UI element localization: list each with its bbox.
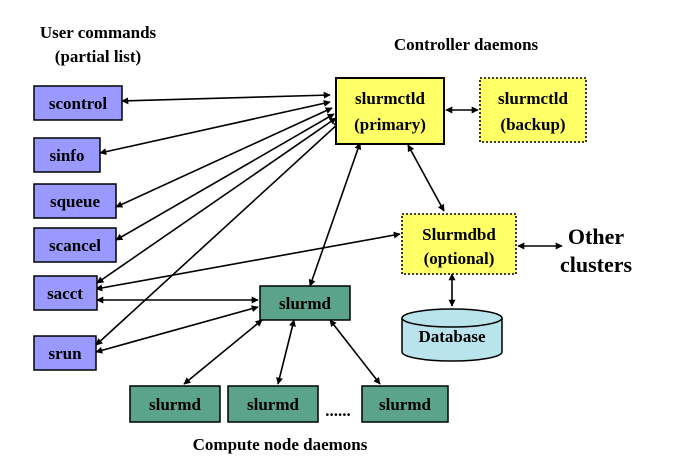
command-box-shape [33,137,101,173]
user-command-box-srun: srun [33,335,97,371]
controller-label-line2: (backup) [500,115,565,134]
ellipsis-more-nodes: ...... [325,401,351,420]
arrow-squeue-slurmctld [115,107,333,208]
controller-box-shape [335,77,445,145]
controller-box-shape [479,77,587,143]
slurmd-box-shape [129,385,221,423]
other-clusters-label-line2: clusters [560,252,633,277]
slurmdbd-box-shape [401,213,517,275]
slurmctld-primary-box: slurmctld (primary) [335,77,445,145]
command-box-shape [33,335,97,371]
database-body [401,318,503,362]
slurmdbd-box: Slurmdbd (optional) [401,213,517,275]
compute-node-daemons-heading: Compute node daemons [193,435,368,454]
controller-label-line1: slurmctld [355,89,425,108]
slurmd-node-box-2: slurmd [227,385,319,423]
slurmdbd-label-line2: (optional) [424,249,495,268]
slurmdbd-label-line1: Slurmdbd [422,225,496,244]
arrow-slurmd-slurmctld [308,142,362,287]
database-label: Database [418,327,486,346]
slurmd-node-box-3: slurmd [361,385,449,423]
command-label: sacct [47,284,83,303]
user-command-box-sinfo: sinfo [33,137,101,173]
user-commands-subheading: (partial list) [55,47,141,66]
command-label: squeue [50,192,101,211]
arrow-slurmd-node1 [183,319,263,385]
controller-daemons-heading: Controller daemons [394,35,539,54]
other-clusters-label-line1: Other [568,224,624,249]
arrow-scancel-slurmctld [115,113,335,241]
command-box-shape [33,275,98,311]
slurmd-box-shape [259,285,351,321]
arrow-scontrol-slurmctld [121,91,331,105]
connector-arrows [95,91,563,385]
user-command-box-scontrol: scontrol [33,85,123,121]
controller-label-line1: slurmctld [498,89,568,108]
command-label: srun [48,344,82,363]
user-command-box-scancel: scancel [33,227,117,263]
slurmd-box-shape [361,385,449,423]
slurmd-box-shape [227,385,319,423]
slurmd-node-box-1: slurmd [129,385,221,423]
slurmctld-backup-box: slurmctld (backup) [479,77,587,143]
slurmd-label: slurmd [279,294,332,313]
arrow-sacct-slurmctld [96,117,337,284]
user-command-box-sacct: sacct [33,275,98,311]
user-command-box-squeue: squeue [33,183,117,219]
arrow-slurmd-node3 [329,319,381,385]
command-label: sinfo [50,146,85,165]
user-commands-heading: User commands [40,23,157,42]
command-box-shape [33,227,117,263]
slurmd-main-box: slurmd [259,285,351,321]
arrow-srun-slurmd [95,305,259,354]
arrow-sacct-slurmdbd [95,231,401,292]
command-label: scancel [49,236,101,255]
command-label: scontrol [49,94,108,113]
slurmd-label: slurmd [149,395,202,414]
controller-label-line2: (primary) [354,115,426,134]
command-box-shape [33,183,117,219]
arrow-slurmd-node2 [276,319,296,385]
database-top [401,308,503,328]
arrow-slurmctld-slurmdbd [407,144,445,212]
database-cylinder: Database [401,308,503,362]
slurmd-label: slurmd [379,395,432,414]
slurmd-label: slurmd [247,395,300,414]
command-box-shape [33,85,123,121]
